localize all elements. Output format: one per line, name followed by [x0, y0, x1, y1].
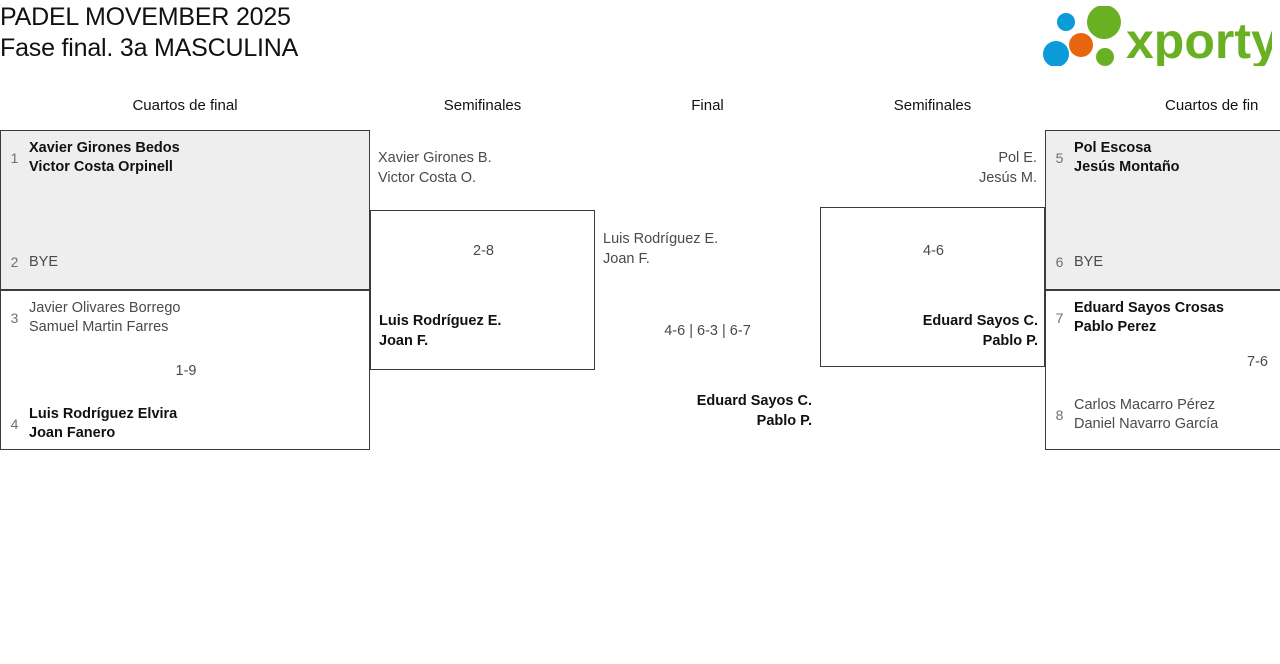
- match-score: 4-6: [923, 243, 944, 259]
- match-score: 1-9: [175, 363, 197, 379]
- column-header-semifinals-left: Semifinales: [443, 97, 522, 114]
- seed-number: 8: [1055, 406, 1064, 423]
- logo-dot-green-small: [1096, 48, 1114, 66]
- team-names: Carlos Macarro Pérez Daniel Navarro Garc…: [1074, 397, 1219, 432]
- competitor-seed-5[interactable]: 5 Pol Escosa Jesús Montaño: [1054, 139, 1180, 176]
- seed-number: 3: [10, 309, 19, 326]
- xporty-logo-svg: xporty: [1043, 5, 1279, 69]
- match-box-quarter-right-1[interactable]: 5 Pol Escosa Jesús Montaño 6 BYE: [1045, 130, 1280, 290]
- team-names: Xavier Girones Bedos Victor Costa Orpine…: [29, 140, 180, 175]
- page-title: PADEL MOVEMBER 2025 Fase final. 3a MASCU…: [0, 3, 299, 62]
- column-header-quarters-left: Cuartos de final: [132, 97, 238, 114]
- column-header-semifinals-right: Semifinales: [893, 97, 972, 114]
- final-top-team: Luis Rodríguez E. Joan F.: [603, 231, 719, 267]
- team-names: Luis Rodríguez Elvira Joan Fanero: [29, 406, 178, 441]
- seed-number: 5: [1055, 149, 1064, 166]
- match-box-quarter-left-2[interactable]: 3 Javier Olivares Borrego Samuel Martin …: [0, 290, 370, 450]
- logo-wordmark: xporty: [1126, 13, 1272, 66]
- match-box-quarter-left-1[interactable]: 1 Xavier Girones Bedos Victor Costa Orpi…: [0, 130, 370, 290]
- competitor-seed-4[interactable]: 4 Luis Rodríguez Elvira Joan Fanero: [9, 405, 178, 442]
- match-box-semifinal-right[interactable]: 4-6 Eduard Sayos C. Pablo P.: [820, 207, 1045, 367]
- semifinal-right-top-team: Pol E. Jesús M.: [978, 150, 1037, 186]
- competitor-seed-2[interactable]: 2 BYE: [9, 253, 58, 272]
- team-names: Pol Escosa Jesús Montaño: [1074, 140, 1180, 175]
- match-box-quarter-right-2[interactable]: 7 Eduard Sayos Crosas Pablo Perez 7-6 8 …: [1045, 290, 1280, 450]
- competitor-seed-3[interactable]: 3 Javier Olivares Borrego Samuel Martin …: [9, 299, 181, 336]
- competitor-seed-1[interactable]: 1 Xavier Girones Bedos Victor Costa Orpi…: [9, 139, 180, 176]
- logo-dot-blue-large: [1043, 41, 1069, 67]
- logo-dot-blue-small: [1057, 13, 1075, 31]
- semifinal-left-bottom-team: Luis Rodríguez E. Joan F.: [379, 313, 502, 349]
- final-score: 4-6 | 6-3 | 6-7: [664, 323, 751, 339]
- seed-number: 1: [10, 149, 19, 166]
- page-header: PADEL MOVEMBER 2025 Fase final. 3a MASCU…: [0, 0, 1280, 92]
- semifinal-right-bottom-team: Eduard Sayos C. Pablo P.: [922, 313, 1038, 349]
- team-names: BYE: [29, 254, 59, 270]
- match-box-semifinal-left[interactable]: 2-8 Luis Rodríguez E. Joan F.: [370, 210, 595, 370]
- xporty-logo: xporty: [1042, 5, 1279, 69]
- seed-number: 4: [10, 415, 19, 432]
- team-names: Javier Olivares Borrego Samuel Martin Fa…: [29, 300, 181, 335]
- team-names: Eduard Sayos Crosas Pablo Perez: [1074, 300, 1224, 335]
- competitor-seed-6[interactable]: 6 BYE: [1054, 253, 1103, 272]
- seed-number: 7: [1055, 309, 1064, 326]
- match-score: 2-8: [473, 243, 494, 259]
- logo-dot-orange: [1069, 33, 1093, 57]
- column-header-final: Final: [691, 97, 724, 114]
- column-header-quarters-right: Cuartos de fin: [1165, 97, 1259, 114]
- competitor-seed-7[interactable]: 7 Eduard Sayos Crosas Pablo Perez: [1054, 299, 1224, 336]
- seed-number: 2: [10, 254, 19, 271]
- competitor-seed-8[interactable]: 8 Carlos Macarro Pérez Daniel Navarro Ga…: [1054, 396, 1219, 433]
- seed-number: 6: [1055, 254, 1064, 271]
- semifinal-left-top-team: Xavier Girones B. Victor Costa O.: [378, 150, 492, 186]
- final-bottom-team: Eduard Sayos C. Pablo P.: [696, 393, 812, 429]
- match-score: 7-6: [1247, 354, 1268, 370]
- logo-dot-green-large: [1087, 5, 1121, 39]
- team-names: BYE: [1074, 254, 1104, 270]
